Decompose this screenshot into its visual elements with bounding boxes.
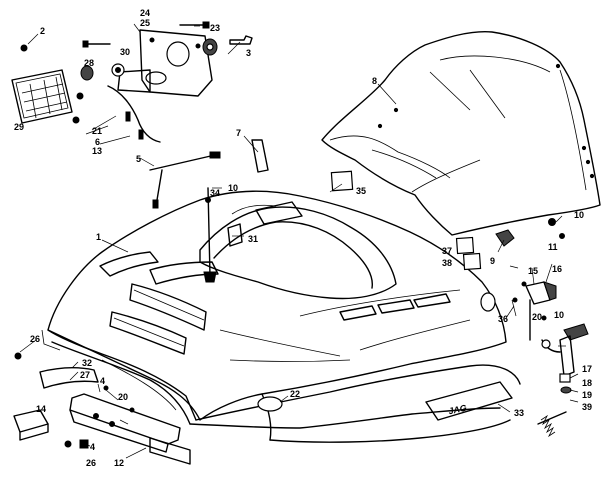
callout-13: 13	[92, 146, 102, 156]
windshield	[321, 30, 601, 236]
callout-3: 3	[246, 48, 251, 58]
callout-21: 21	[92, 126, 102, 136]
callout-4a: 4	[100, 376, 105, 386]
callout-15: 15	[528, 266, 538, 276]
callout-31: 31	[248, 234, 258, 244]
callout-23: 23	[210, 23, 220, 33]
callout-39: 39	[582, 402, 592, 412]
callout-18: 18	[582, 378, 592, 388]
callout-17: 17	[582, 364, 592, 374]
callout-9: 9	[490, 256, 495, 266]
callout-27: 27	[80, 370, 90, 380]
leader-lines	[19, 23, 579, 459]
callout-16: 16	[552, 264, 562, 274]
callout-28: 28	[84, 58, 94, 68]
callout-19: 19	[582, 390, 592, 400]
callout-33: 33	[514, 408, 524, 418]
callout-30: 30	[120, 47, 130, 57]
callout-22: 22	[290, 389, 300, 399]
callout-11: 11	[548, 242, 558, 252]
callout-8: 8	[372, 76, 377, 86]
jag-decal: JAG	[447, 403, 467, 417]
callout-34: 34	[210, 188, 220, 198]
callout-38: 38	[442, 258, 452, 268]
callout-35: 35	[356, 186, 366, 196]
callout-12: 12	[114, 458, 124, 468]
callout-32: 32	[82, 358, 92, 368]
callout-20a: 20	[532, 312, 542, 322]
callout-10a: 10	[228, 183, 238, 193]
callout-7: 7	[236, 128, 241, 138]
callout-2: 2	[40, 26, 45, 36]
headlight-assembly	[11, 21, 253, 143]
callout-labels: 1 2 3 4 4 5 6 7 8 9 10 10 10 11 12 13 14…	[14, 8, 592, 468]
callout-14: 14	[36, 404, 46, 414]
callout-1: 1	[96, 232, 101, 242]
right-hardware	[330, 170, 589, 438]
hood: JAG	[41, 187, 521, 443]
callout-5: 5	[136, 154, 141, 164]
callout-20b: 20	[118, 392, 128, 402]
callout-10c: 10	[554, 310, 564, 320]
callout-10b: 10	[574, 210, 584, 220]
callout-6: 6	[95, 137, 100, 147]
callout-4b: 4	[90, 442, 95, 452]
callout-36: 36	[498, 314, 508, 324]
cable	[149, 139, 269, 209]
callout-37: 37	[442, 246, 452, 256]
callout-26a: 26	[30, 334, 40, 344]
callout-26b: 26	[86, 458, 96, 468]
callout-29: 29	[14, 122, 24, 132]
callout-24: 24	[140, 8, 150, 18]
callout-25: 25	[140, 18, 150, 28]
